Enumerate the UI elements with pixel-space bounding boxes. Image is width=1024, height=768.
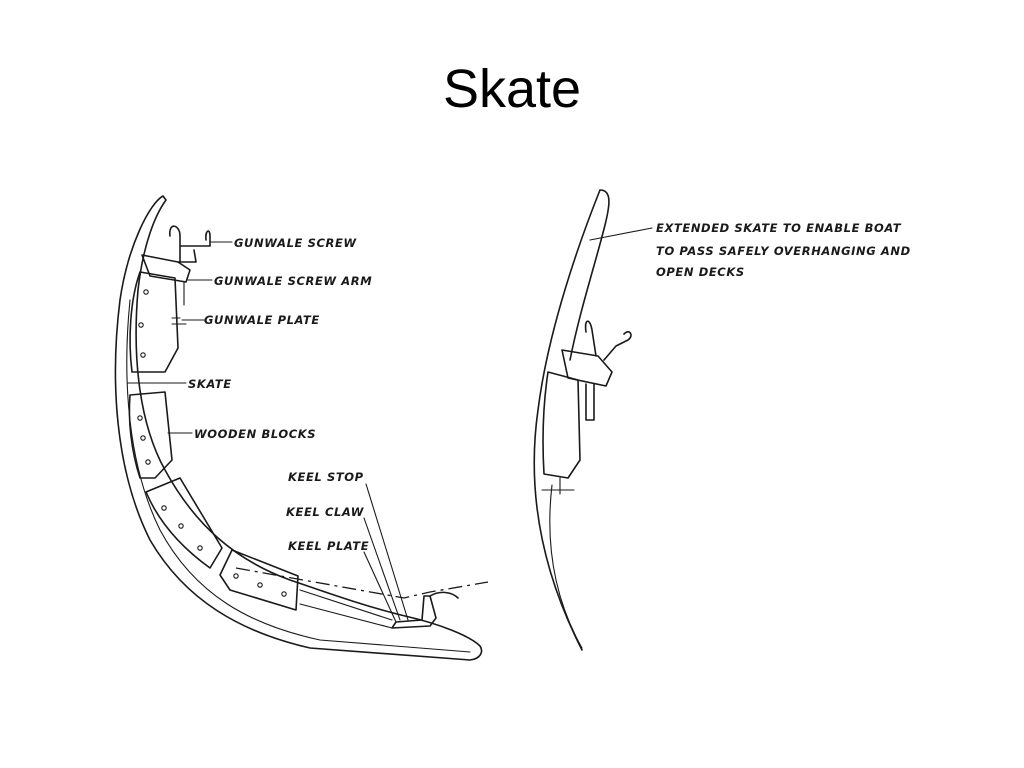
gunwale-arm-shape <box>141 254 191 283</box>
label-gunwale-screw: GUNWALE SCREW <box>234 236 357 250</box>
label-skate: SKATE <box>188 377 232 391</box>
leader-lines <box>127 241 409 623</box>
block-holes <box>137 289 287 597</box>
label-keel-plate: KEEL PLATE <box>288 539 369 553</box>
right-gunwale-fitting <box>561 320 632 421</box>
wooden-block-3 <box>145 477 223 569</box>
label-gunwale-plate: GUNWALE PLATE <box>204 313 320 327</box>
extended-skate-outline <box>533 189 610 651</box>
wooden-block-1 <box>129 271 179 373</box>
keel-plate-shape <box>299 589 393 629</box>
gunwale-plate-shape <box>171 281 187 325</box>
skate-outline <box>114 195 483 661</box>
right-wooden-block <box>542 371 581 479</box>
gunwale-screw-shape <box>169 225 211 263</box>
caption-line-2: TO PASS SAFELY OVERHANGING AND <box>656 244 911 258</box>
label-keel-stop: KEEL STOP <box>288 470 364 484</box>
slide-title: Skate <box>442 59 582 119</box>
keel-assembly <box>391 591 459 629</box>
wooden-block-4 <box>219 549 299 611</box>
label-keel-claw: KEEL CLAW <box>286 505 365 519</box>
left-skate-drawing: GUNWALE SCREW GUNWALE SCREW ARM GUNWALE … <box>114 195 489 661</box>
extended-skate-inner <box>549 484 583 649</box>
label-gunwale-screw-arm: GUNWALE SCREW ARM <box>214 274 372 288</box>
right-skate-drawing: EXTENDED SKATE TO ENABLE BOAT TO PASS SA… <box>533 189 911 651</box>
caption-line-1: EXTENDED SKATE TO ENABLE BOAT <box>656 221 902 235</box>
right-base-line <box>541 477 575 495</box>
caption-line-3: OPEN DECKS <box>656 265 745 279</box>
label-wooden-blocks: WOODEN BLOCKS <box>194 427 316 441</box>
skate-inner-edge <box>126 299 471 653</box>
keel-center-dashline <box>235 567 489 599</box>
caption-leader <box>589 227 653 241</box>
wooden-block-2 <box>128 391 173 479</box>
